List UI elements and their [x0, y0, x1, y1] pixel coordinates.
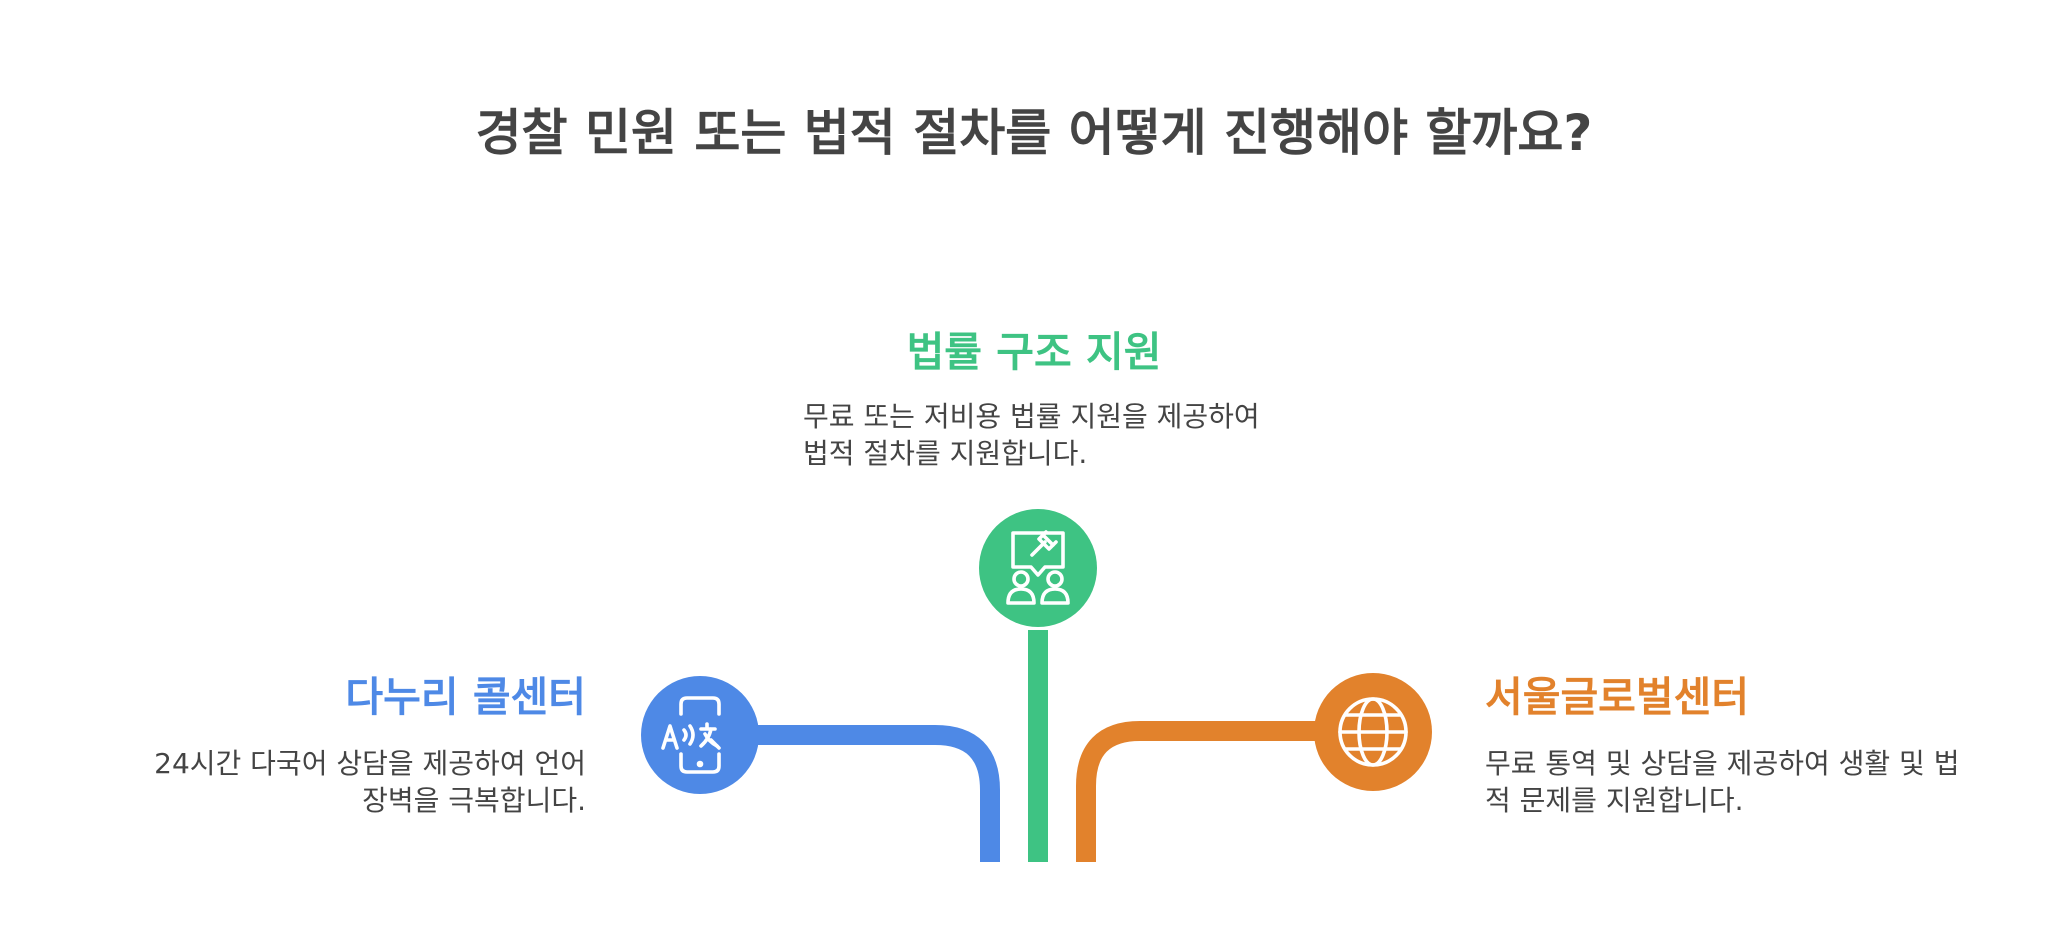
- seoul-global-description: 무료 통역 및 상담을 제공하여 생활 및 법적 문제를 지원합니다.: [1485, 747, 1960, 817]
- danuri-description: 24시간 다국어 상담을 제공하여 언어 장벽을 극복합니다.: [154, 747, 586, 817]
- globe-icon: [1314, 673, 1432, 791]
- connector-danuri: [740, 725, 1000, 862]
- danuri-heading: 다누리 콜센터: [345, 673, 586, 721]
- legal-aid-description: 무료 또는 저비용 법률 지원을 제공하여 법적 절차를 지원합니다.: [803, 400, 1260, 470]
- page-title: 경찰 민원 또는 법적 절차를 어떻게 진행해야 할까요?: [475, 104, 1593, 162]
- phone-translate-icon: [641, 676, 759, 794]
- legal-aid-heading: 법률 구조 지원: [906, 328, 1162, 376]
- seoul-global-heading: 서울글로벌센터: [1485, 673, 1750, 721]
- connector-seoul-global: [1076, 721, 1320, 862]
- legal-consultation-icon: [979, 509, 1097, 627]
